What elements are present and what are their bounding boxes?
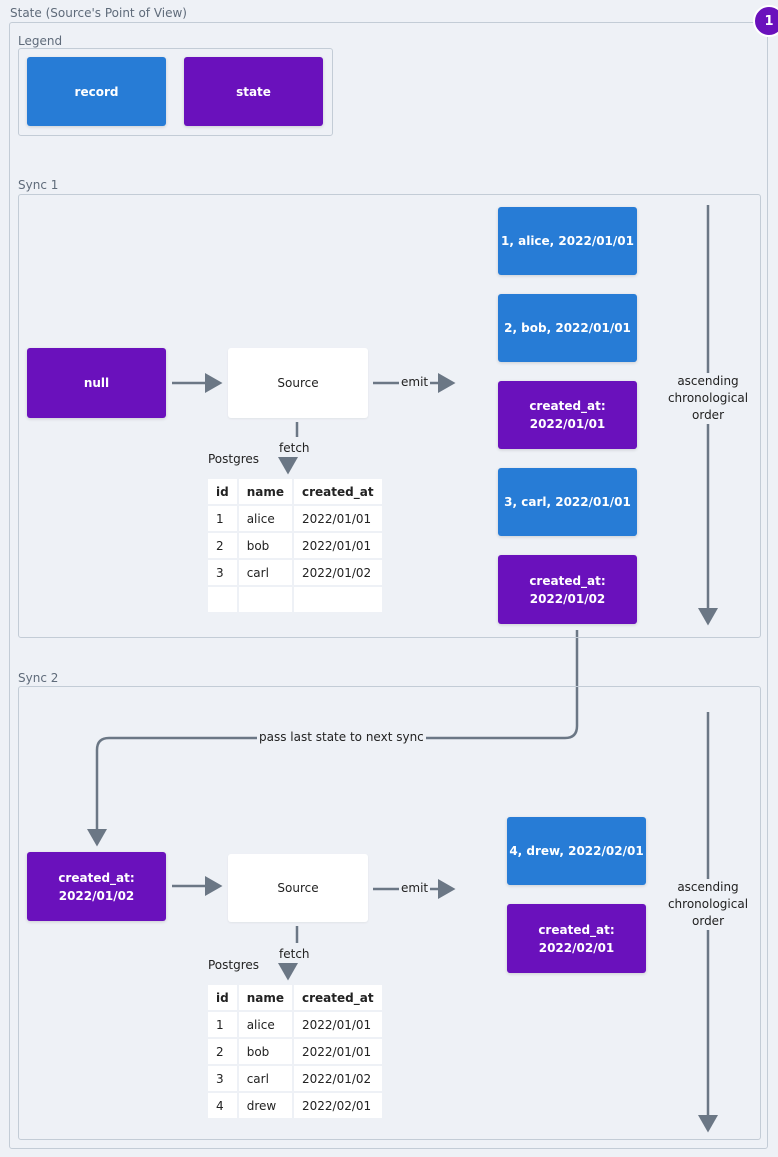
cell: 2 (208, 1039, 237, 1064)
diagram-title: State (Source's Point of View) (10, 6, 187, 20)
sync1-order-label: ascending chronological order (663, 373, 753, 424)
cell: 3 (208, 1066, 237, 1091)
sync1-fetch-label: fetch (277, 441, 312, 455)
table-row (208, 587, 382, 612)
cell: alice (238, 506, 292, 531)
cell: 2022/01/01 (294, 533, 382, 558)
cell: bob (238, 533, 292, 558)
sync1-emit-label: emit (399, 375, 431, 389)
cell: 1 (208, 1012, 237, 1037)
sync1-frame (18, 194, 761, 638)
cell: carl (238, 1066, 292, 1091)
sync2-emit-label: emit (399, 881, 431, 895)
step-badge: 1 (753, 5, 778, 37)
header-id: id (208, 985, 237, 1010)
sync1-output-record-3: 3, carl, 2022/01/01 (498, 468, 637, 536)
sync2-label: Sync 2 (18, 671, 59, 685)
cell: 2022/01/01 (294, 506, 382, 531)
sync1-label: Sync 1 (18, 178, 59, 192)
cell: alice (238, 1012, 292, 1037)
sync2-output-state-1: created_at: 2022/02/01 (507, 904, 646, 973)
cell: 2022/01/01 (294, 1039, 382, 1064)
header-created-at: created_at (294, 985, 382, 1010)
cell: 4 (208, 1093, 237, 1118)
cell: 2022/01/02 (294, 560, 382, 585)
sync2-db-label: Postgres (206, 958, 262, 972)
cell (238, 587, 292, 612)
legend-frame (18, 48, 333, 136)
legend-record: record (27, 57, 166, 126)
header-created-at: created_at (294, 479, 382, 504)
cell: 2022/01/01 (294, 1012, 382, 1037)
cell: 1 (208, 506, 237, 531)
sync2-output-record-1: 4, drew, 2022/02/01 (507, 817, 646, 885)
header-id: id (208, 479, 237, 504)
cell (208, 587, 237, 612)
sync2-frame (18, 686, 761, 1140)
cell: carl (238, 560, 292, 585)
sync1-output-state-2: created_at: 2022/01/02 (498, 555, 637, 624)
outer-frame (9, 22, 768, 1149)
cell: 2022/01/02 (294, 1066, 382, 1091)
cell: 2 (208, 533, 237, 558)
legend-state: state (184, 57, 323, 126)
sync1-input-state: null (27, 348, 166, 418)
cell: drew (238, 1093, 292, 1118)
sync1-output-state-1: created_at: 2022/01/01 (498, 381, 637, 449)
pass-state-label: pass last state to next sync (257, 730, 426, 744)
sync1-output-record-2: 2, bob, 2022/01/01 (498, 294, 637, 362)
sync1-output-record-1: 1, alice, 2022/01/01 (498, 207, 637, 275)
sync2-input-state: created_at: 2022/01/02 (27, 852, 166, 921)
sync2-source: Source (228, 854, 368, 922)
sync2-fetch-label: fetch (277, 947, 312, 961)
cell: 3 (208, 560, 237, 585)
cell: 2022/02/01 (294, 1093, 382, 1118)
sync1-source: Source (228, 348, 368, 418)
sync2-order-label: ascending chronological order (663, 879, 753, 930)
header-name: name (238, 985, 292, 1010)
cell: bob (238, 1039, 292, 1064)
legend-label: Legend (18, 34, 63, 48)
cell (294, 587, 382, 612)
header-name: name (238, 479, 292, 504)
sync1-db-label: Postgres (206, 452, 262, 466)
